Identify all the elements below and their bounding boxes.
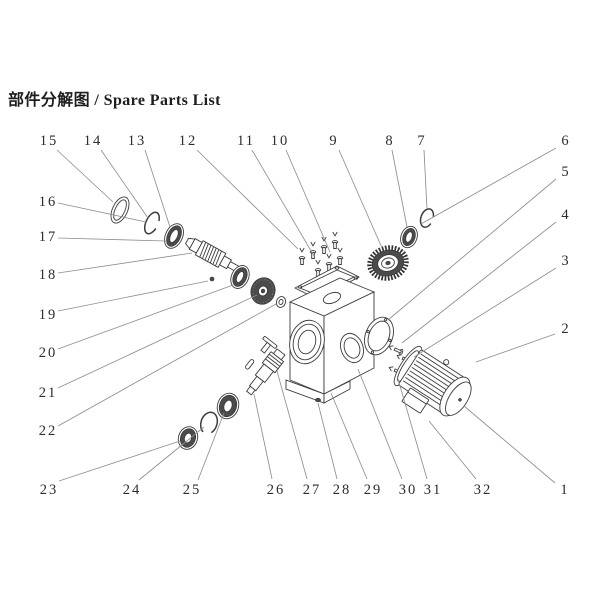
leader-line-10 xyxy=(285,149,331,253)
part-number-21: 21 xyxy=(39,385,58,401)
shaft-key-ball xyxy=(209,276,215,282)
title-en: Spare Parts List xyxy=(103,92,221,109)
part-number-24: 24 xyxy=(123,482,142,498)
timing-gear xyxy=(367,245,409,281)
leader-line-15 xyxy=(56,149,114,203)
leader-line-4 xyxy=(401,221,557,344)
leader-line-26 xyxy=(253,393,273,480)
leader-line-5 xyxy=(387,178,557,321)
leader-line-29 xyxy=(330,392,368,480)
leader-line-7 xyxy=(423,149,428,210)
part-number-13: 13 xyxy=(128,133,147,149)
leader-line-20 xyxy=(57,284,234,350)
leader-line-32 xyxy=(428,420,477,480)
leader-line-12 xyxy=(196,149,299,250)
leader-line-31 xyxy=(397,378,428,480)
worm-shaft xyxy=(185,237,249,277)
leader-line-1 xyxy=(463,405,556,484)
part-number-15: 15 xyxy=(40,133,59,149)
part-number-8: 8 xyxy=(385,133,394,149)
part-number-31: 31 xyxy=(424,482,443,498)
leader-line-18 xyxy=(57,252,193,274)
leader-line-23 xyxy=(58,440,181,482)
part-number-30: 30 xyxy=(399,482,418,498)
part-number-26: 26 xyxy=(267,482,286,498)
part-number-4: 4 xyxy=(561,207,570,223)
part-number-11: 11 xyxy=(237,133,255,149)
gearbox-housing xyxy=(285,277,376,404)
leader-line-6 xyxy=(420,147,557,225)
part-number-12: 12 xyxy=(179,133,198,149)
leader-line-17 xyxy=(57,237,167,242)
assembly-drawing xyxy=(110,196,472,450)
leader-line-14 xyxy=(100,149,149,219)
leader-line-3 xyxy=(413,267,557,358)
leader-line-22 xyxy=(57,303,277,427)
leader-line-28 xyxy=(317,402,338,480)
input-bearing-rear xyxy=(230,265,250,289)
title-zh: 部件分解图 xyxy=(8,92,91,109)
leader-line-30 xyxy=(357,368,403,480)
gear-washer xyxy=(400,225,418,249)
leader-line-21 xyxy=(57,294,258,389)
part-number-29: 29 xyxy=(364,482,383,498)
leader-line-16 xyxy=(57,202,147,223)
part-number-27: 27 xyxy=(303,482,322,498)
output-circlip xyxy=(199,411,219,435)
input-bearing-front xyxy=(164,223,184,249)
worm-wheel-gear xyxy=(250,277,276,305)
part-number-2: 2 xyxy=(561,321,570,337)
part-number-1: 1 xyxy=(560,482,569,498)
part-number-19: 19 xyxy=(39,307,58,323)
part-number-16: 16 xyxy=(39,194,58,210)
part-number-10: 10 xyxy=(271,133,290,149)
part-number-3: 3 xyxy=(561,253,570,269)
part-number-28: 28 xyxy=(333,482,352,498)
part-number-6: 6 xyxy=(561,133,570,149)
part-number-14: 14 xyxy=(84,133,103,149)
leader-line-13 xyxy=(144,149,171,228)
part-number-5: 5 xyxy=(561,164,570,180)
leader-line-9 xyxy=(338,149,383,249)
leader-lines xyxy=(56,147,557,484)
gear-circlip xyxy=(419,208,435,228)
part-number-20: 20 xyxy=(39,345,58,361)
leader-line-25 xyxy=(197,412,225,481)
part-number-25: 25 xyxy=(183,482,202,498)
part-number-18: 18 xyxy=(39,267,58,283)
input-oil-seal xyxy=(110,196,130,224)
output-bearing xyxy=(216,392,240,420)
leader-line-11 xyxy=(251,149,315,257)
leader-line-19 xyxy=(57,280,209,312)
leader-line-27 xyxy=(276,370,308,480)
input-circlip xyxy=(143,211,161,235)
leader-line-8 xyxy=(391,149,408,228)
electric-motor xyxy=(393,345,472,417)
part-number-7: 7 xyxy=(417,133,426,149)
drain-plug xyxy=(315,397,321,403)
title-separator: / xyxy=(90,92,104,109)
output-key xyxy=(245,359,255,370)
part-number-9: 9 xyxy=(329,133,338,149)
output-shaft xyxy=(245,348,286,396)
output-t-bolt xyxy=(260,336,278,354)
part-number-22: 22 xyxy=(39,423,58,439)
part-number-23: 23 xyxy=(40,482,59,498)
motor-gasket xyxy=(364,316,394,356)
page-title: 部件分解图 / Spare Parts List xyxy=(8,86,221,110)
leader-line-24 xyxy=(138,426,205,481)
motor-junction-box xyxy=(401,387,429,414)
part-number-32: 32 xyxy=(474,482,493,498)
shaft-washer xyxy=(275,296,287,308)
part-number-17: 17 xyxy=(39,229,58,245)
leader-line-2 xyxy=(475,333,556,363)
